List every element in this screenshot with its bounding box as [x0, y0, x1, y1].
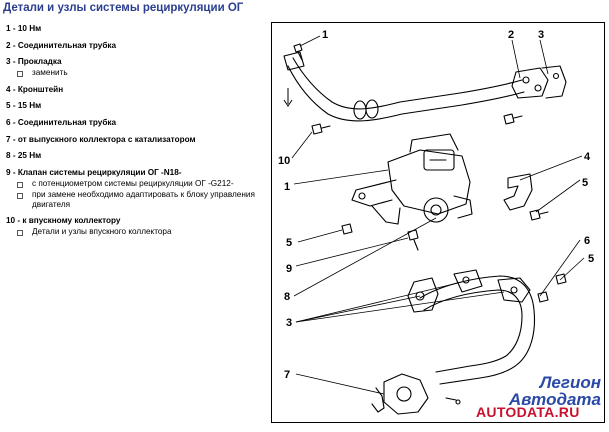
legend-item-text: Соединительная трубка: [17, 117, 117, 127]
legend-item-text: к впускному коллектору: [22, 216, 121, 226]
legend-item-number: 9: [6, 167, 11, 177]
legend-item-number: 10: [6, 216, 16, 226]
legend-separator: -: [10, 134, 18, 144]
legend-subitem-text: при замене необходимо адаптировать к бло…: [32, 189, 255, 209]
upper-connecting-tube: [292, 57, 523, 110]
legend-subitem: Детали и узлы впускного коллектора: [6, 227, 264, 237]
legend-subitem-text: заменить: [32, 68, 68, 78]
legend-item-number: 8: [6, 151, 11, 161]
legend-item-number: 3: [6, 57, 11, 67]
legend-separator: -: [10, 117, 18, 127]
legend-item-number: 6: [6, 117, 11, 127]
legend-item-1: 1 - 10 Нм: [6, 24, 264, 34]
legend-separator: -: [10, 167, 18, 177]
legend-item-text: 10 Нм: [17, 24, 42, 33]
legend-item-6: 6 - Соединительная трубка: [6, 118, 264, 128]
legend-item-text: от выпускного коллектора с катализатором: [17, 134, 196, 144]
egr-valve-body: [387, 149, 471, 215]
callout-5-lower: 5: [588, 253, 594, 265]
legend-item-number: 4: [6, 84, 11, 94]
legend-separator: -: [10, 24, 18, 33]
legend-subitem-text: Детали и узлы впускного коллектора: [32, 227, 172, 237]
egr-parts-diagram: 1 2 3 10 1 4 5 5 9 8 3 7 6 5: [271, 22, 605, 423]
callout-7: 7: [284, 369, 290, 381]
legend-separator: -: [10, 151, 18, 161]
callout-5-left: 5: [286, 237, 292, 249]
legend-item-7: 7 - от выпускного коллектора с катализат…: [6, 135, 264, 145]
callout-1-left: 1: [284, 181, 290, 193]
callout-4: 4: [584, 151, 591, 163]
bracket: [503, 173, 533, 211]
legend-item-text: Клапан системы рециркуляции ОГ -N18-: [17, 167, 182, 177]
callout-9: 9: [286, 263, 292, 275]
legend-item-text: Кронштейн: [17, 84, 64, 94]
legend-item-number: 5: [6, 101, 11, 111]
page-title: Детали и узлы системы рециркуляции ОГ: [3, 2, 244, 14]
legend-separator: -: [15, 216, 23, 226]
lower-connecting-tube: [419, 275, 536, 385]
legend-subitem-text: с потенциометром системы рециркуляции ОГ…: [32, 178, 234, 188]
legend-item-5: 5 - 15 Нм: [6, 101, 264, 111]
square-bullet-icon: [17, 71, 23, 78]
legend-item-text: Прокладка: [17, 57, 62, 67]
legend-subitem: при замене необходимо адаптировать к бло…: [6, 190, 264, 210]
diagram-frame: [271, 22, 605, 423]
upper-connecting-tube-lower-edge: [287, 65, 525, 122]
legend-subitem: заменить: [6, 68, 264, 78]
legend-separator: -: [10, 84, 18, 94]
legend-item-9: 9 - Клапан системы рециркуляции ОГ -N18-…: [6, 168, 264, 210]
legend-subitem: с потенциометром системы рециркуляции ОГ…: [6, 179, 264, 189]
square-bullet-icon: [17, 192, 23, 199]
callout-8: 8: [284, 291, 290, 303]
callout-3-lower: 3: [286, 317, 292, 329]
brand-line-1: Легион: [539, 373, 601, 392]
parts-legend: 1 - 10 Нм 2 - Соединительная трубка 3 - Пр…: [6, 24, 264, 244]
legend-item-4: 4 - Кронштейн: [6, 85, 264, 95]
legend-item-number: 2: [6, 40, 11, 50]
lower-connecting-tube-inner: [423, 289, 523, 373]
square-bullet-icon: [17, 181, 23, 188]
callout-5-right: 5: [582, 177, 588, 189]
square-bullet-icon: [17, 230, 23, 237]
legend-separator: -: [10, 40, 18, 50]
brand-line-2: Автодата: [508, 390, 601, 409]
legend-item-number: 1: [6, 24, 11, 33]
legend-separator: -: [10, 57, 18, 67]
legend-item-8: 8 - 25 Нм: [6, 151, 264, 161]
legend-item-2: 2 - Соединительная трубка: [6, 41, 264, 51]
callout-1-top: 1: [322, 29, 328, 41]
brand-logo: Легион Автодата: [509, 374, 601, 408]
legend-item-text: 25 Нм: [17, 151, 42, 161]
legend-item-text: 15 Нм: [17, 101, 42, 111]
site-watermark: AUTODATA.RU: [476, 404, 580, 420]
legend-item-number: 7: [6, 134, 11, 144]
callout-2: 2: [508, 29, 514, 41]
legend-item-text: Соединительная трубка: [17, 40, 117, 50]
callout-3-top: 3: [538, 29, 544, 41]
lower-flange: [383, 373, 429, 415]
legend-separator: -: [10, 101, 18, 111]
callout-10: 10: [278, 155, 290, 167]
callout-6: 6: [584, 235, 590, 247]
